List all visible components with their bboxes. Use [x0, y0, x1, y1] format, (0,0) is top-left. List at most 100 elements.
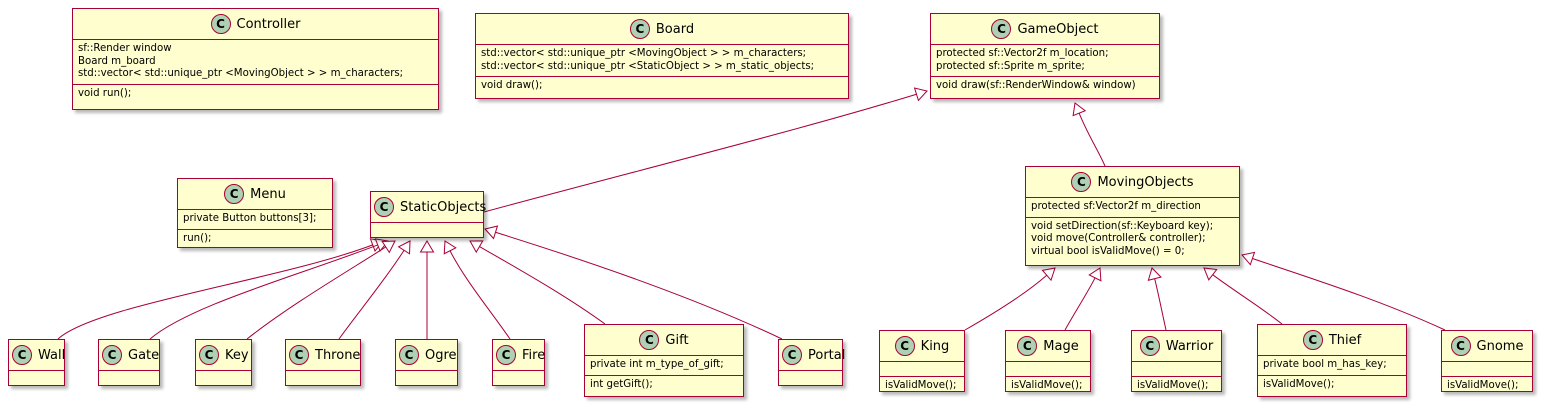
methods-section — [396, 385, 457, 400]
class-key[interactable]: C Key — [195, 339, 252, 386]
methods-section: void run(); — [73, 83, 438, 104]
inheritance-line — [246, 246, 387, 340]
inheritance-line — [479, 246, 606, 325]
class-name: Warrior — [1165, 338, 1214, 354]
class-icon: C — [1450, 336, 1471, 356]
class-icon: C — [210, 14, 231, 34]
inheritance-line — [338, 249, 405, 340]
attributes-section — [371, 222, 483, 237]
method: isValidMove(); — [1137, 380, 1209, 391]
attributes-section — [286, 370, 360, 385]
class-icon: C — [399, 345, 419, 365]
attributes-section: private int m_type_of_gift; — [585, 355, 743, 375]
class-name: Board — [655, 21, 695, 37]
inheritance-line — [1154, 278, 1167, 331]
class-icon: C — [991, 19, 1012, 39]
class-icon: C — [894, 336, 915, 356]
class-warrior[interactable]: C Warrior isValidMove(); — [1131, 330, 1222, 392]
class-ogre[interactable]: C Ogre — [395, 339, 458, 386]
class-icon: C — [102, 345, 122, 365]
inheritance-arrowhead — [484, 225, 499, 240]
attributes-section — [196, 370, 251, 385]
method: virtual bool isValidMove() = 0; — [1031, 245, 1185, 257]
attributes-section: std::vector< std::unique_ptr <MovingObje… — [476, 44, 848, 76]
methods-section — [779, 385, 842, 400]
class-icon: C — [1302, 330, 1323, 350]
inheritance-arrowhead — [1041, 267, 1056, 282]
methods-section — [286, 385, 360, 400]
attribute: std::vector< std::unique_ptr <StaticObje… — [481, 60, 815, 72]
attribute: Board m_board — [78, 55, 156, 67]
method: run(); — [183, 232, 212, 244]
methods-section: isValidMove(); — [1442, 376, 1532, 396]
inheritance-line — [495, 231, 783, 340]
attributes-section — [1006, 361, 1090, 376]
inheritance-arrowhead — [381, 240, 396, 254]
attributes-section — [779, 370, 842, 385]
attributes-section — [1132, 361, 1221, 376]
class-gameobject[interactable]: C GameObject protected sf::Vector2f m_loc… — [930, 13, 1160, 99]
method: isValidMove(); — [1447, 380, 1519, 391]
class-name: Ogre — [425, 347, 457, 363]
attributes-section — [396, 370, 457, 385]
method: void draw(); — [481, 80, 543, 91]
inheritance-arrowhead — [1147, 267, 1162, 281]
inheritance-arrowhead — [397, 240, 411, 255]
inheritance-line — [449, 250, 511, 340]
class-name: Throne — [315, 347, 361, 363]
attribute: std::vector< std::unique_ptr <MovingObje… — [481, 48, 807, 59]
attributes-section: protected sf::Vector2f m_location; prote… — [931, 44, 1159, 76]
inheritance-line — [1212, 274, 1283, 325]
method: void move(Controller& controller); — [1031, 233, 1206, 244]
class-icon: C — [782, 345, 802, 365]
class-icon: C — [199, 345, 219, 365]
attributes-section — [99, 370, 159, 385]
attribute: protected sf::Sprite m_sprite; — [936, 60, 1085, 72]
attribute: std::vector< std::unique_ptr <MovingObje… — [78, 68, 404, 79]
class-name: Menu — [250, 186, 286, 202]
attribute: private bool m_has_key; — [1263, 359, 1387, 370]
attributes-section: protected sf:Vector2f m_direction — [1026, 197, 1239, 217]
inheritance-arrowhead — [1241, 251, 1256, 266]
class-icon: C — [639, 330, 660, 350]
class-throne[interactable]: C Throne — [285, 339, 361, 386]
inheritance-arrowhead — [1203, 267, 1218, 281]
class-name: StaticObjects — [400, 199, 487, 215]
attributes-section — [1442, 361, 1532, 376]
class-name: Key — [225, 347, 249, 363]
class-icon: C — [496, 345, 516, 365]
inheritance-line — [149, 244, 378, 340]
methods-section: isValidMove(); — [1006, 376, 1090, 396]
class-icon: C — [289, 345, 309, 365]
class-icon: C — [1139, 336, 1160, 356]
class-icon: C — [12, 345, 32, 365]
methods-section — [99, 385, 159, 400]
attributes-section — [9, 370, 64, 385]
inheritance-line — [483, 93, 917, 213]
attribute: protected sf:Vector2f m_direction — [1031, 201, 1201, 212]
inheritance-arrowhead — [419, 240, 435, 253]
inheritance-arrowhead — [913, 87, 928, 102]
inheritance-arrowhead — [1072, 102, 1087, 117]
methods-section: int getGift(); — [585, 374, 743, 395]
method: isValidMove(); — [885, 380, 957, 391]
class-name: GameObject — [1017, 21, 1099, 37]
inheritance-arrowhead — [1088, 267, 1102, 282]
methods-section: void draw(); — [476, 76, 848, 96]
methods-section — [9, 385, 64, 400]
